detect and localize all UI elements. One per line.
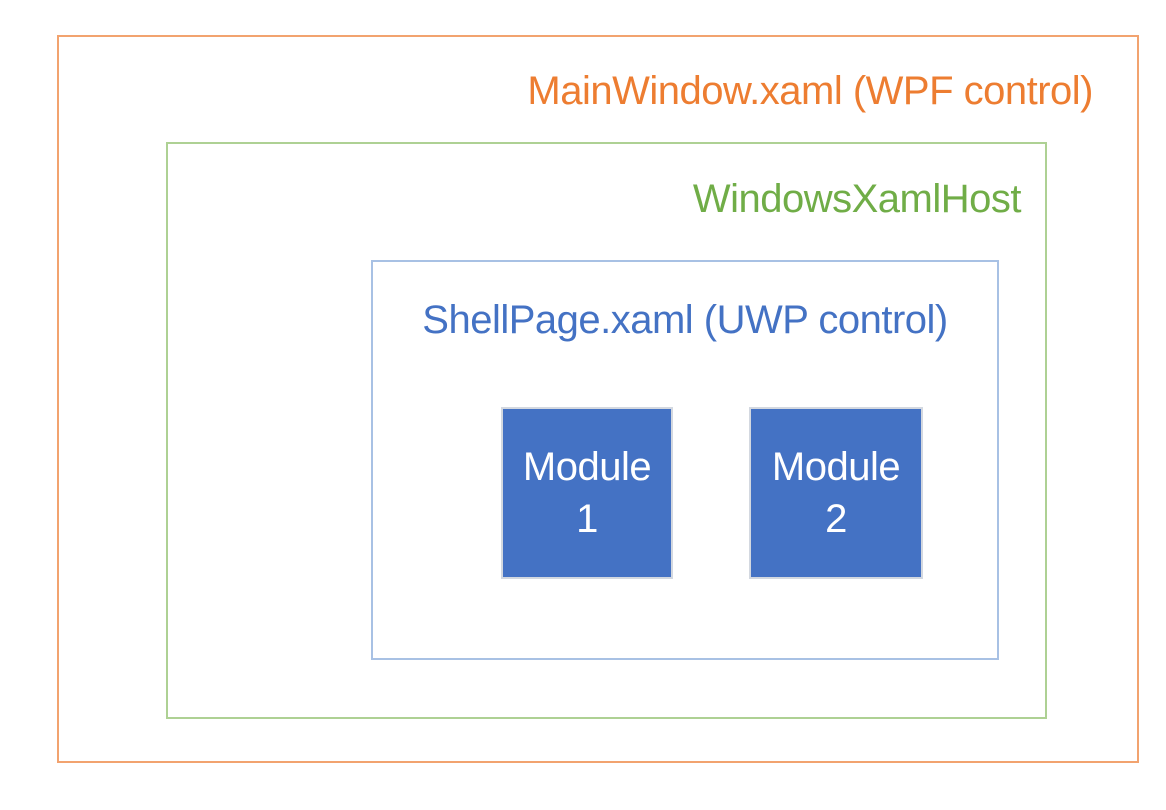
- windowsxamlhost-label: WindowsXamlHost: [692, 177, 1022, 221]
- module-2-box: Module 2: [749, 407, 923, 579]
- mainwindow-label: MainWindow.xaml (WPF control): [527, 69, 1093, 113]
- module-2-label-line2: 2: [825, 497, 847, 541]
- shellpage-box: ShellPage.xaml (UWP control) Module 1 Mo…: [371, 260, 999, 660]
- module-2-label: Module 2: [771, 441, 901, 545]
- windowsxamlhost-box: WindowsXamlHost ShellPage.xaml (UWP cont…: [166, 142, 1047, 719]
- shellpage-label: ShellPage.xaml (UWP control): [422, 298, 948, 342]
- module-1-label-line2: 1: [576, 497, 598, 541]
- mainwindow-box: MainWindow.xaml (WPF control) WindowsXam…: [57, 35, 1139, 763]
- module-1-label-line1: Module: [522, 445, 652, 489]
- module-1-box: Module 1: [501, 407, 673, 579]
- module-1-label: Module 1: [522, 441, 652, 545]
- module-2-label-line1: Module: [771, 445, 901, 489]
